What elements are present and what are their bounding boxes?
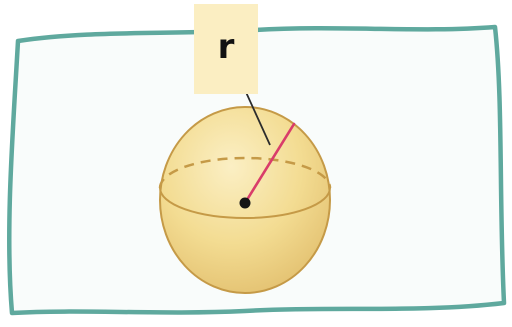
equator-front-arc	[159, 187, 331, 219]
radius-label-box: r	[194, 4, 258, 94]
radius-segment	[243, 122, 296, 205]
label-leader-line	[244, 89, 271, 146]
equator-hidden-arc	[158, 156, 332, 189]
center-point	[239, 197, 251, 209]
radius-label: r	[217, 27, 235, 67]
